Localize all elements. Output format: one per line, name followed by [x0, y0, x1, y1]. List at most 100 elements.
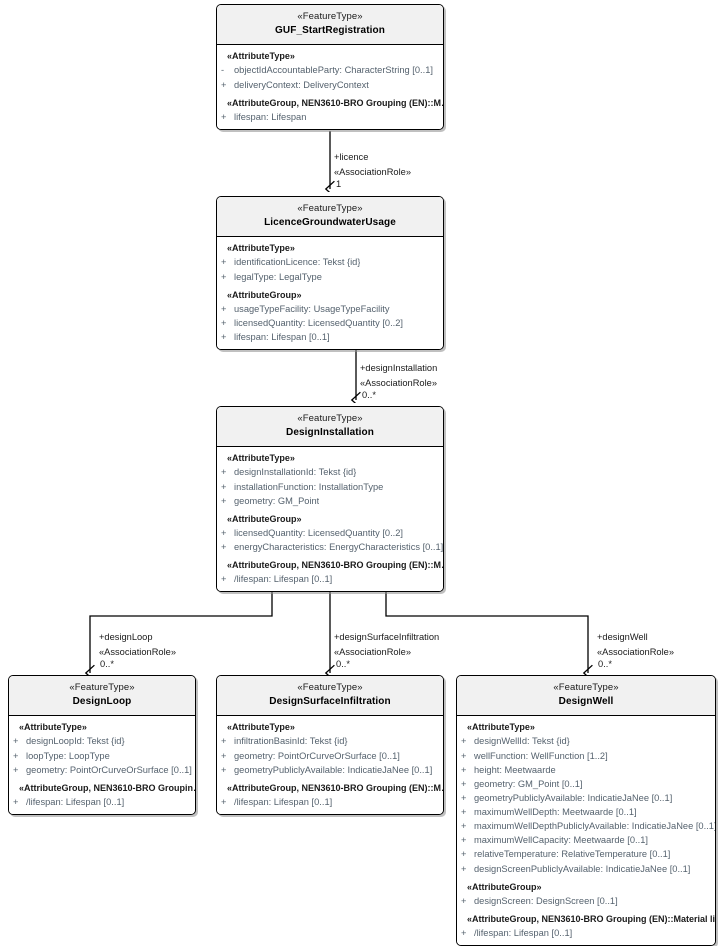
- attribute-row[interactable]: + geometry: PointOrCurveOrSurface [0..1]: [217, 749, 443, 763]
- attribute-row[interactable]: + /lifespan: Lifespan [0..1]: [217, 572, 443, 586]
- attribute-row[interactable]: - objectIdAccountableParty: CharacterStr…: [217, 63, 443, 77]
- attribute-row[interactable]: + geometry: PointOrCurveOrSurface [0..1]: [9, 763, 195, 777]
- attribute-visibility: +: [221, 111, 227, 122]
- attribute-text: loopType: LoopType: [26, 750, 110, 761]
- class-body: «AttributeType» + identificationLicence:…: [217, 237, 443, 349]
- attribute-visibility: +: [13, 796, 19, 807]
- attribute-row[interactable]: + legalType: LegalType: [217, 270, 443, 284]
- attribute-row[interactable]: + height: Meetwaarde: [457, 763, 715, 777]
- attribute-text: legalType: LegalType: [234, 271, 322, 282]
- class-name: GUF_StartRegistration: [275, 24, 385, 36]
- attribute-visibility: +: [221, 79, 227, 90]
- attribute-visibility: +: [221, 271, 227, 282]
- compartment-group-label: «AttributeGroup, NEN3610-BRO Grouping (E…: [227, 560, 443, 570]
- attribute-row[interactable]: + designScreen: DesignScreen [0..1]: [457, 894, 715, 908]
- attribute-visibility: +: [221, 495, 227, 506]
- association-multiplicity-designsurfaceinfiltration: 0..*: [336, 659, 350, 669]
- attribute-row[interactable]: + wellFunction: WellFunction [1..2]: [457, 749, 715, 763]
- attribute-visibility: +: [221, 574, 227, 584]
- compartment: «AttributeType» + infiltrationBasinId: T…: [217, 721, 443, 776]
- attribute-text: /lifespan: Lifespan [0..1]: [26, 796, 125, 807]
- attribute-row[interactable]: + designInstallationId: Tekst {id}: [217, 465, 443, 479]
- attribute-visibility: +: [461, 895, 467, 906]
- attribute-text: wellFunction: WellFunction [1..2]: [474, 750, 608, 761]
- attribute-visibility: +: [461, 736, 467, 747]
- class-body: «AttributeType» - objectIdAccountablePar…: [217, 45, 443, 129]
- attribute-row[interactable]: + geometryPubliclyAvailable: IndicatieJa…: [217, 763, 443, 777]
- attribute-row[interactable]: + infiltrationBasinId: Tekst {id}: [217, 734, 443, 748]
- attribute-row[interactable]: + /lifespan: Lifespan [0..1]: [217, 795, 443, 809]
- attribute-row[interactable]: + deliveryContext: DeliveryContext: [217, 78, 443, 92]
- compartment: «AttributeGroup, NEN3610-BRO Grouping (E…: [217, 97, 443, 124]
- association-multiplicity-licence: 1: [336, 179, 342, 189]
- compartment: «AttributeType» + identificationLicence:…: [217, 242, 443, 283]
- attribute-row[interactable]: + geometry: GM_Point [0..1]: [457, 777, 715, 791]
- compartment-group-label: «AttributeGroup»: [467, 881, 542, 892]
- attribute-text: lifespan: Lifespan: [234, 111, 307, 122]
- attribute-text: installationFunction: InstallationType: [234, 481, 384, 492]
- association-multiplicity-designinstallation: 0..*: [362, 390, 376, 400]
- attribute-row[interactable]: + /lifespan: Lifespan [0..1]: [9, 795, 195, 809]
- attribute-row[interactable]: + designLoopId: Tekst {id}: [9, 734, 195, 748]
- attribute-row[interactable]: + energyCharacteristics: EnergyCharacter…: [217, 540, 443, 554]
- attribute-row[interactable]: + usageTypeFacility: UsageTypeFacility: [217, 302, 443, 316]
- compartment-group-label: «AttributeGroup»: [227, 513, 302, 524]
- attribute-visibility: +: [221, 303, 227, 314]
- class-body: «AttributeType» + designWellId: Tekst {i…: [457, 716, 715, 945]
- association-multiplicity-designwell: 0..*: [598, 659, 612, 669]
- attribute-text: lifespan: Lifespan [0..1]: [234, 331, 330, 342]
- class-header: «FeatureType» DesignLoop: [9, 676, 195, 717]
- attribute-row[interactable]: + relativeTemperature: RelativeTemperatu…: [457, 847, 715, 861]
- class-name: DesignWell: [558, 695, 614, 707]
- attribute-visibility: +: [221, 331, 227, 342]
- class-stereotype: «FeatureType»: [69, 682, 135, 693]
- association-role: +designInstallation: [360, 363, 438, 373]
- attribute-row[interactable]: + lifespan: Lifespan: [217, 110, 443, 124]
- compartment: «AttributeGroup» + designScreen: DesignS…: [457, 881, 715, 908]
- association-stereotype: «AssociationRole»: [334, 167, 412, 178]
- attribute-row[interactable]: + geometry: GM_Point: [217, 494, 443, 508]
- attribute-row[interactable]: + maximumWellDepth: Meetwaarde [0..1]: [457, 805, 715, 819]
- association-label-designloop: +designLoop «AssociationRole»: [99, 630, 176, 660]
- attribute-visibility: +: [461, 750, 467, 761]
- attribute-row[interactable]: + licensedQuantity: LicensedQuantity [0.…: [217, 526, 443, 540]
- class-body: «AttributeType» + designInstallationId: …: [217, 447, 443, 592]
- attribute-row[interactable]: + maximumWellCapacity: Meetwaarde [0..1]: [457, 833, 715, 847]
- class-designwell[interactable]: «FeatureType» DesignWell «AttributeType»…: [456, 675, 716, 946]
- attribute-row[interactable]: + lifespan: Lifespan [0..1]: [217, 330, 443, 344]
- class-body: «AttributeType» + designLoopId: Tekst {i…: [9, 716, 195, 814]
- attribute-text: geometry: GM_Point [0..1]: [474, 778, 583, 789]
- attribute-text: licensedQuantity: LicensedQuantity [0..2…: [234, 527, 403, 538]
- attribute-visibility: +: [461, 778, 467, 789]
- class-stereotype: «FeatureType»: [297, 11, 363, 22]
- compartment-group-label: «AttributeType»: [227, 453, 295, 464]
- attribute-text: maximumWellDepthPubliclyAvailable: Indic…: [474, 821, 715, 832]
- class-designinstallation[interactable]: «FeatureType» DesignInstallation «Attrib…: [216, 406, 444, 593]
- attribute-row[interactable]: + loopType: LoopType: [9, 749, 195, 763]
- class-guf-startregistration[interactable]: «FeatureType» GUF_StartRegistration «Att…: [216, 4, 444, 130]
- attribute-row[interactable]: + identificationLicence: Tekst {id}: [217, 255, 443, 269]
- class-licencegroundwaterusage[interactable]: «FeatureType» LicenceGroundwaterUsage «A…: [216, 196, 444, 350]
- compartment: «AttributeType» + designLoopId: Tekst {i…: [9, 721, 195, 776]
- attribute-row[interactable]: + /lifespan: Lifespan [0..1]: [457, 926, 715, 940]
- attribute-visibility: +: [221, 736, 227, 747]
- attribute-text: infiltrationBasinId: Tekst {id}: [234, 736, 348, 747]
- compartment-group-label: «AttributeGroup, NEN3610-BRO Grouping (E…: [467, 913, 715, 924]
- attribute-row[interactable]: + licensedQuantity: LicensedQuantity [0.…: [217, 316, 443, 330]
- attribute-row[interactable]: + designWellId: Tekst {id}: [457, 734, 715, 748]
- attribute-text: energyCharacteristics: EnergyCharacteris…: [234, 541, 443, 552]
- class-designloop[interactable]: «FeatureType» DesignLoop «AttributeType»…: [8, 675, 196, 815]
- attribute-text: geometryPubliclyAvailable: IndicatieJaNe…: [474, 792, 673, 803]
- attribute-row[interactable]: + maximumWellDepthPubliclyAvailable: Ind…: [457, 819, 715, 833]
- class-header: «FeatureType» DesignSurfaceInfiltration: [217, 676, 443, 717]
- attribute-text: height: Meetwaarde: [474, 764, 556, 775]
- class-stereotype: «FeatureType»: [553, 682, 619, 693]
- attribute-visibility: +: [461, 927, 467, 938]
- attribute-row[interactable]: + installationFunction: InstallationType: [217, 480, 443, 494]
- class-designsurfaceinfiltration[interactable]: «FeatureType» DesignSurfaceInfiltration …: [216, 675, 444, 815]
- class-body: «AttributeType» + infiltrationBasinId: T…: [217, 716, 443, 814]
- attribute-text: geometry: PointOrCurveOrSurface [0..1]: [26, 764, 192, 775]
- attribute-row[interactable]: + geometryPubliclyAvailable: IndicatieJa…: [457, 791, 715, 805]
- attribute-row[interactable]: + designScreenPubliclyAvailable: Indicat…: [457, 862, 715, 876]
